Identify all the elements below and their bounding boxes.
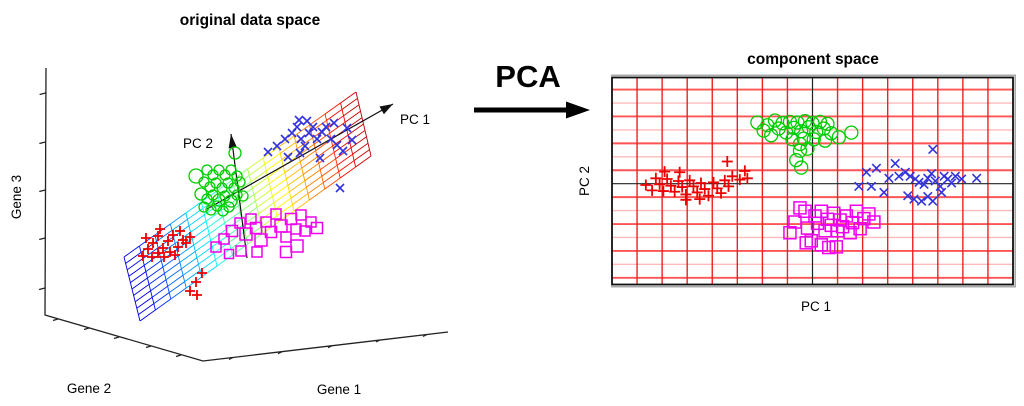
right-scatter-clusters bbox=[640, 113, 982, 255]
pca-arrow-icon bbox=[474, 101, 590, 119]
pc-plane-rainbow-mesh bbox=[123, 91, 372, 322]
gene2-axis-label: Gene 2 bbox=[67, 381, 111, 396]
gene1-axis-label: Gene 1 bbox=[317, 382, 361, 397]
pca-transform: PCA bbox=[474, 59, 590, 119]
left-panel-title: original data space bbox=[180, 12, 321, 29]
left-panel-3d-plot: original data space Gene 3 Gene 2 Gene 1… bbox=[9, 12, 449, 397]
pc2-axis-label: PC 2 bbox=[577, 166, 592, 196]
gene-axes-frame bbox=[44, 67, 449, 362]
pca-label: PCA bbox=[495, 59, 560, 94]
gene1-axis-ticks bbox=[228, 333, 428, 361]
gene3-axis-ticks bbox=[38, 92, 46, 291]
gene3-axis-label: Gene 3 bbox=[9, 175, 24, 219]
pc2-arrow-label: PC 2 bbox=[183, 136, 213, 151]
left-scatter-clusters bbox=[138, 115, 357, 300]
gene2-axis-ticks bbox=[52, 318, 182, 358]
pc1-axis-label: PC 1 bbox=[801, 299, 831, 314]
component-space-grid bbox=[611, 74, 1016, 288]
right-panel-2d-plot: component space PC 2 PC 1 bbox=[577, 51, 1016, 314]
pc1-arrow-label: PC 1 bbox=[400, 112, 430, 127]
right-panel-title: component space bbox=[747, 51, 879, 68]
